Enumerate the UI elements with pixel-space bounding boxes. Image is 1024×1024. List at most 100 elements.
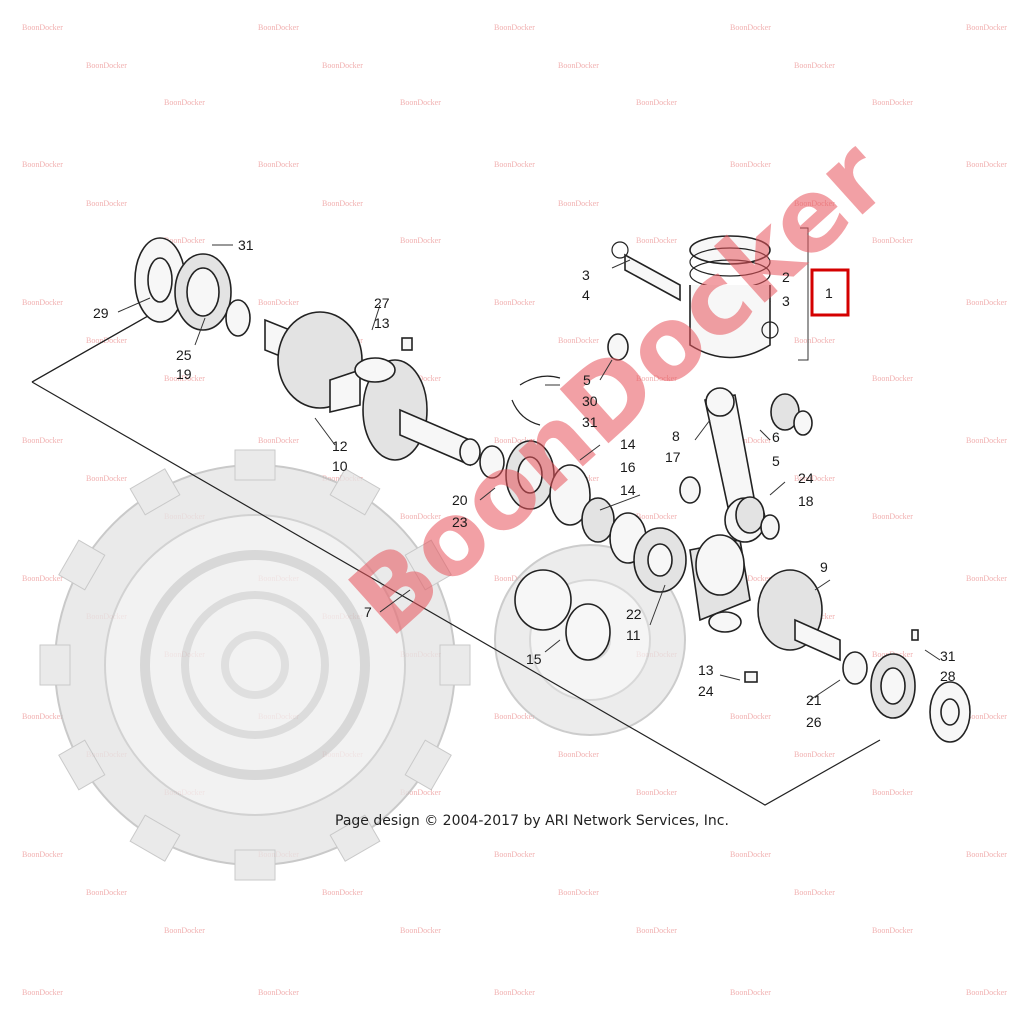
small-watermark-text: BoonDocker — [86, 888, 127, 897]
small-watermark-text: BoonDocker — [794, 61, 835, 70]
callout-21[interactable]: 21 — [806, 692, 822, 708]
callout-leaders — [117, 244, 941, 701]
small-watermark-text: BoonDocker — [164, 98, 205, 107]
small-watermark-text: BoonDocker — [22, 850, 63, 859]
callout-7[interactable]: 7 — [364, 604, 372, 620]
callout-25[interactable]: 25 — [176, 347, 192, 363]
small-watermark-text: BoonDocker — [22, 160, 63, 169]
callout-14-a[interactable]: 14 — [620, 436, 636, 452]
small-watermark-text: BoonDocker — [730, 160, 771, 169]
copyright-credit: Page design © 2004-2017 by ARI Network S… — [335, 813, 729, 829]
callout-26[interactable]: 26 — [806, 714, 822, 730]
small-watermark-text: BoonDocker — [86, 474, 127, 483]
crankshaft-right — [689, 534, 971, 743]
gear-tooth — [39, 644, 71, 686]
callout-24-b[interactable]: 24 — [698, 683, 714, 699]
callout-24-a[interactable]: 24 — [798, 470, 814, 486]
callout-3-a[interactable]: 3 — [582, 267, 590, 283]
small-watermark-text: BoonDocker — [258, 160, 299, 169]
small-watermark-text: BoonDocker — [494, 988, 535, 997]
callout-17[interactable]: 17 — [665, 449, 681, 465]
callout-31-b[interactable]: 31 — [582, 414, 598, 430]
callout-28[interactable]: 28 — [940, 668, 956, 684]
callout-1[interactable]: 1 — [825, 285, 833, 301]
small-watermark-text: BoonDocker — [164, 374, 205, 383]
small-watermark-text: BoonDocker — [872, 236, 913, 245]
callout-8[interactable]: 8 — [672, 428, 680, 444]
callout-23[interactable]: 23 — [452, 514, 468, 530]
small-watermark-text: BoonDocker — [558, 336, 599, 345]
callout-22[interactable]: 22 — [626, 606, 642, 622]
small-watermark-text: BoonDocker — [22, 712, 63, 721]
small-watermark-text: BoonDocker — [494, 850, 535, 859]
small-watermark-text: BoonDocker — [794, 336, 835, 345]
callout-11[interactable]: 11 — [626, 627, 641, 643]
small-watermark-text: BoonDocker — [258, 988, 299, 997]
callout-20[interactable]: 20 — [452, 492, 468, 508]
callout-27[interactable]: 27 — [374, 295, 390, 311]
small-watermark-text: BoonDocker — [794, 474, 835, 483]
small-watermark-text: BoonDocker — [258, 298, 299, 307]
small-watermark-text: BoonDocker — [730, 436, 771, 445]
gear-tooth — [234, 849, 276, 881]
small-watermark-text: BoonDocker — [400, 98, 441, 107]
small-watermark-text: BoonDocker — [494, 160, 535, 169]
callout-13-a[interactable]: 13 — [374, 315, 390, 331]
gear-watermark-large — [39, 449, 471, 881]
callout-13-b[interactable]: 13 — [698, 662, 714, 678]
callout-9[interactable]: 9 — [820, 559, 828, 575]
small-watermark-text: BoonDocker — [400, 236, 441, 245]
small-watermark-text: BoonDocker — [636, 788, 677, 797]
small-watermark-text: BoonDocker — [966, 23, 1007, 32]
callout-31-c[interactable]: 31 — [940, 648, 956, 664]
small-watermark-text: BoonDocker — [794, 199, 835, 208]
callout-10[interactable]: 10 — [332, 458, 348, 474]
callout-4[interactable]: 4 — [582, 287, 590, 303]
callout-3-b[interactable]: 3 — [782, 293, 790, 309]
small-watermark-text: BoonDocker — [22, 23, 63, 32]
center-bearings — [505, 333, 701, 661]
callout-12[interactable]: 12 — [332, 438, 348, 454]
callout-2[interactable]: 2 — [782, 269, 790, 285]
assembly-outline-path — [31, 311, 881, 806]
small-watermark-text: BoonDocker — [794, 888, 835, 897]
piston-assembly — [611, 227, 813, 543]
small-watermark-text: BoonDocker — [322, 199, 363, 208]
small-watermark-text: BoonDocker — [636, 98, 677, 107]
callout-14-b[interactable]: 14 — [620, 482, 636, 498]
callout-30[interactable]: 30 — [582, 393, 598, 409]
callout-5-b[interactable]: 5 — [772, 453, 780, 469]
gear-tooth — [58, 539, 106, 591]
callout-19[interactable]: 19 — [176, 366, 192, 382]
gear-tooth — [329, 468, 381, 516]
small-watermark-text: BoonDocker — [494, 574, 535, 583]
small-watermark-text: BoonDocker — [400, 926, 441, 935]
callout-31-a[interactable]: 31 — [238, 237, 254, 253]
callout-6[interactable]: 6 — [772, 429, 780, 445]
small-watermark-text: BoonDocker — [872, 926, 913, 935]
gear-tooth — [404, 539, 452, 591]
small-watermark-text: BoonDocker — [872, 788, 913, 797]
small-watermark-text: BoonDocker — [966, 298, 1007, 307]
small-watermark-text: BoonDocker — [872, 374, 913, 383]
callout-18[interactable]: 18 — [798, 493, 814, 509]
small-watermark-text: BoonDocker — [558, 750, 599, 759]
callout-5-a[interactable]: 5 — [583, 372, 591, 388]
small-watermark-text: BoonDocker — [558, 888, 599, 897]
small-watermark-text: BoonDocker — [636, 374, 677, 383]
small-watermark-text: BoonDocker — [494, 436, 535, 445]
small-watermark-text: BoonDocker — [400, 788, 441, 797]
small-watermark-text: BoonDocker — [966, 574, 1007, 583]
callout-29[interactable]: 29 — [93, 305, 109, 321]
small-watermark-text: BoonDocker — [322, 888, 363, 897]
small-watermark-text: BoonDocker — [966, 850, 1007, 859]
small-watermark-text: BoonDocker — [258, 23, 299, 32]
gear-tooth — [404, 739, 452, 791]
small-watermark-text: BoonDocker — [86, 199, 127, 208]
callout-16[interactable]: 16 — [620, 459, 636, 475]
small-watermark-text: BoonDocker — [794, 750, 835, 759]
callout-15[interactable]: 15 — [526, 651, 542, 667]
small-watermark-text: BoonDocker — [164, 926, 205, 935]
small-watermark-text: BoonDocker — [730, 712, 771, 721]
